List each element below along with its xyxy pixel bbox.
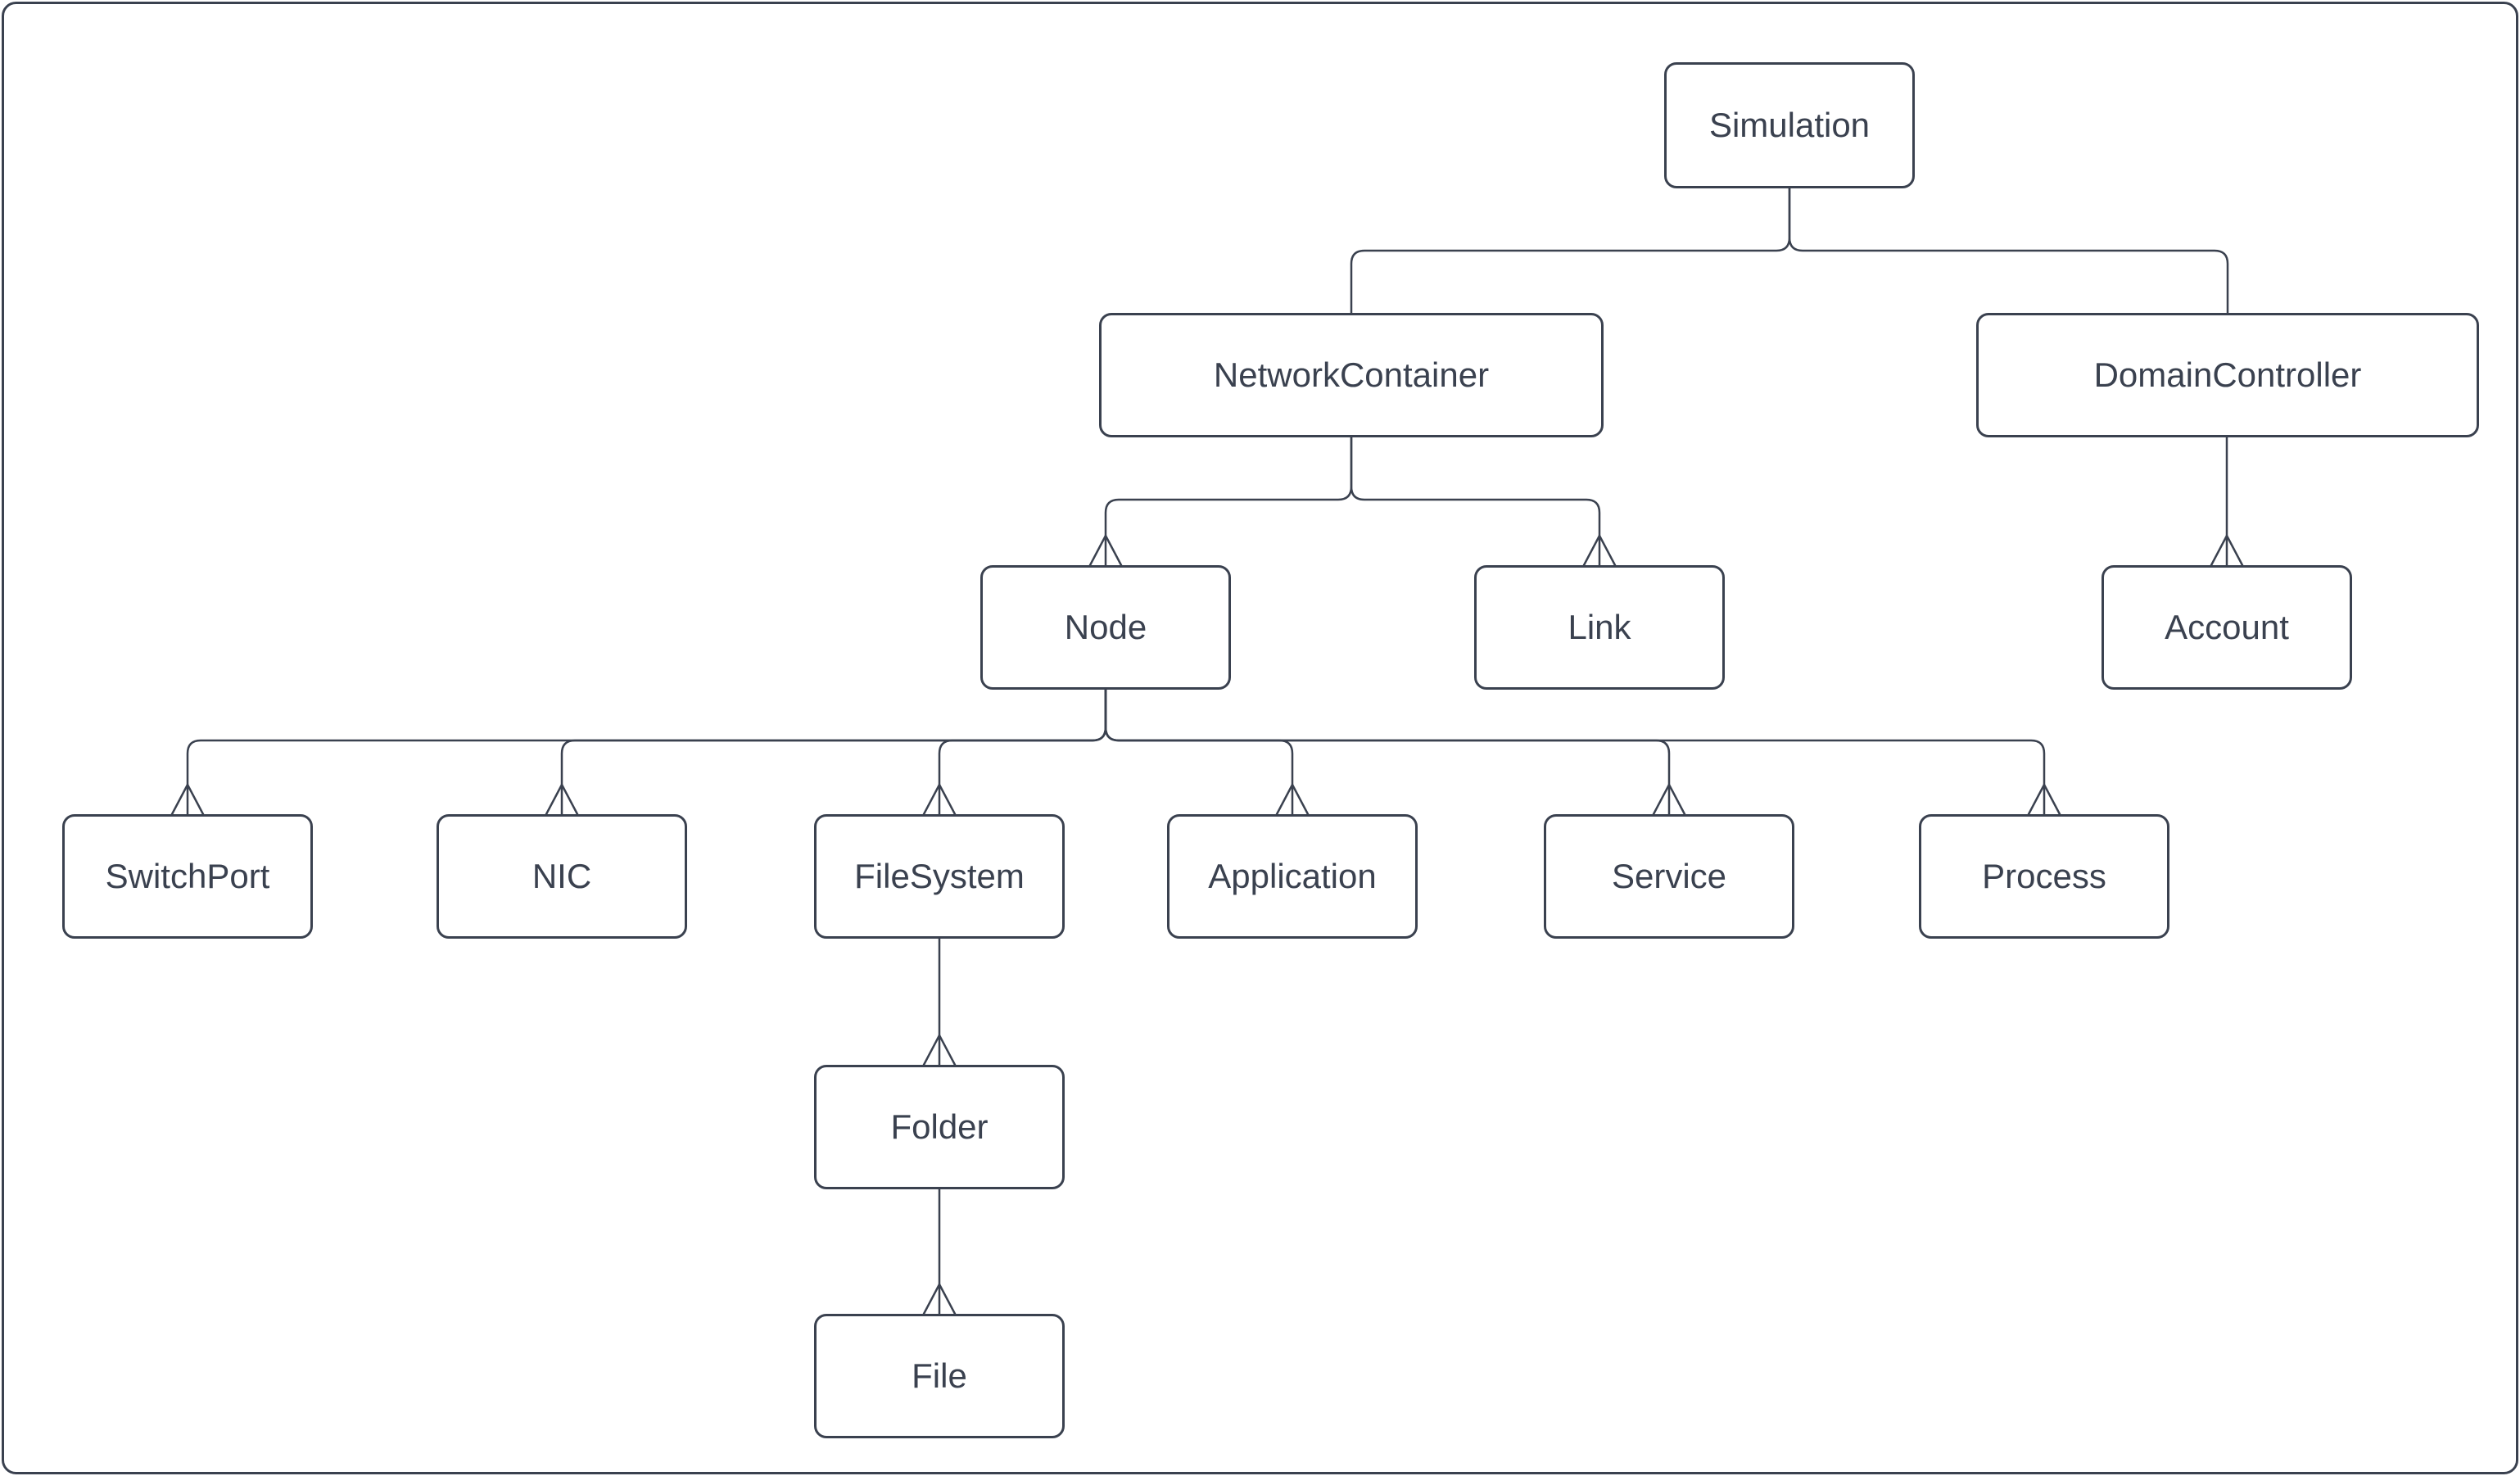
node-label: Folder <box>890 1107 989 1146</box>
node-label: NIC <box>532 857 592 895</box>
edge-simulation-domain-controller <box>1788 188 2229 313</box>
diagram-node-application[interactable]: Application <box>1167 814 1418 939</box>
edge-network-container-node <box>1104 437 1353 565</box>
diagram-node-network-container[interactable]: NetworkContainer <box>1099 313 1604 437</box>
diagram-node-process[interactable]: Process <box>1919 814 2169 939</box>
node-label: File <box>912 1356 967 1395</box>
inheritance-arrowhead <box>1582 534 1617 567</box>
diagram-node-link[interactable]: Link <box>1474 565 1725 690</box>
edge-simulation-network-container <box>1350 188 1791 313</box>
diagram-node-node[interactable]: Node <box>980 565 1231 690</box>
inheritance-arrowhead <box>1652 783 1686 816</box>
diagram-node-service[interactable]: Service <box>1544 814 1794 939</box>
node-label: Application <box>1208 857 1377 895</box>
edge-node-file-system <box>938 690 1107 814</box>
node-label: DomainController <box>2093 355 2362 394</box>
inheritance-arrowhead <box>922 783 957 816</box>
inheritance-arrowhead <box>2027 783 2061 816</box>
edge-node-switch-port <box>186 690 1107 814</box>
edge-node-application <box>1104 690 1294 814</box>
diagram-node-file[interactable]: File <box>814 1314 1065 1438</box>
node-label: FileSystem <box>854 857 1025 895</box>
node-label: Service <box>1611 857 1727 895</box>
edge-node-nic <box>560 690 1107 814</box>
inheritance-arrowhead <box>1275 783 1310 816</box>
diagram-node-switch-port[interactable]: SwitchPort <box>62 814 313 939</box>
node-label: Link <box>1568 608 1631 646</box>
diagram-node-domain-controller[interactable]: DomainController <box>1976 313 2479 437</box>
node-label: Process <box>1982 857 2106 895</box>
node-label: Simulation <box>1708 106 1871 144</box>
diagram-node-simulation[interactable]: Simulation <box>1664 62 1915 188</box>
inheritance-arrowhead <box>2210 534 2244 567</box>
diagram-node-folder[interactable]: Folder <box>814 1065 1065 1189</box>
node-label: Node <box>1064 608 1147 646</box>
inheritance-arrowhead <box>922 1283 957 1315</box>
inheritance-arrowhead <box>545 783 579 816</box>
inheritance-arrowhead <box>1088 534 1123 567</box>
node-label: SwitchPort <box>105 857 270 895</box>
diagram-node-account[interactable]: Account <box>2102 565 2352 690</box>
diagram-node-nic[interactable]: NIC <box>437 814 687 939</box>
edge-node-service <box>1104 690 1671 814</box>
node-label: Account <box>2165 608 2289 646</box>
edge-network-container-link <box>1350 437 1601 565</box>
diagram-node-file-system[interactable]: FileSystem <box>814 814 1065 939</box>
edge-node-process <box>1104 690 2046 814</box>
inheritance-arrowhead <box>922 1034 957 1066</box>
inheritance-arrowhead <box>170 783 205 816</box>
node-label: NetworkContainer <box>1213 355 1490 394</box>
